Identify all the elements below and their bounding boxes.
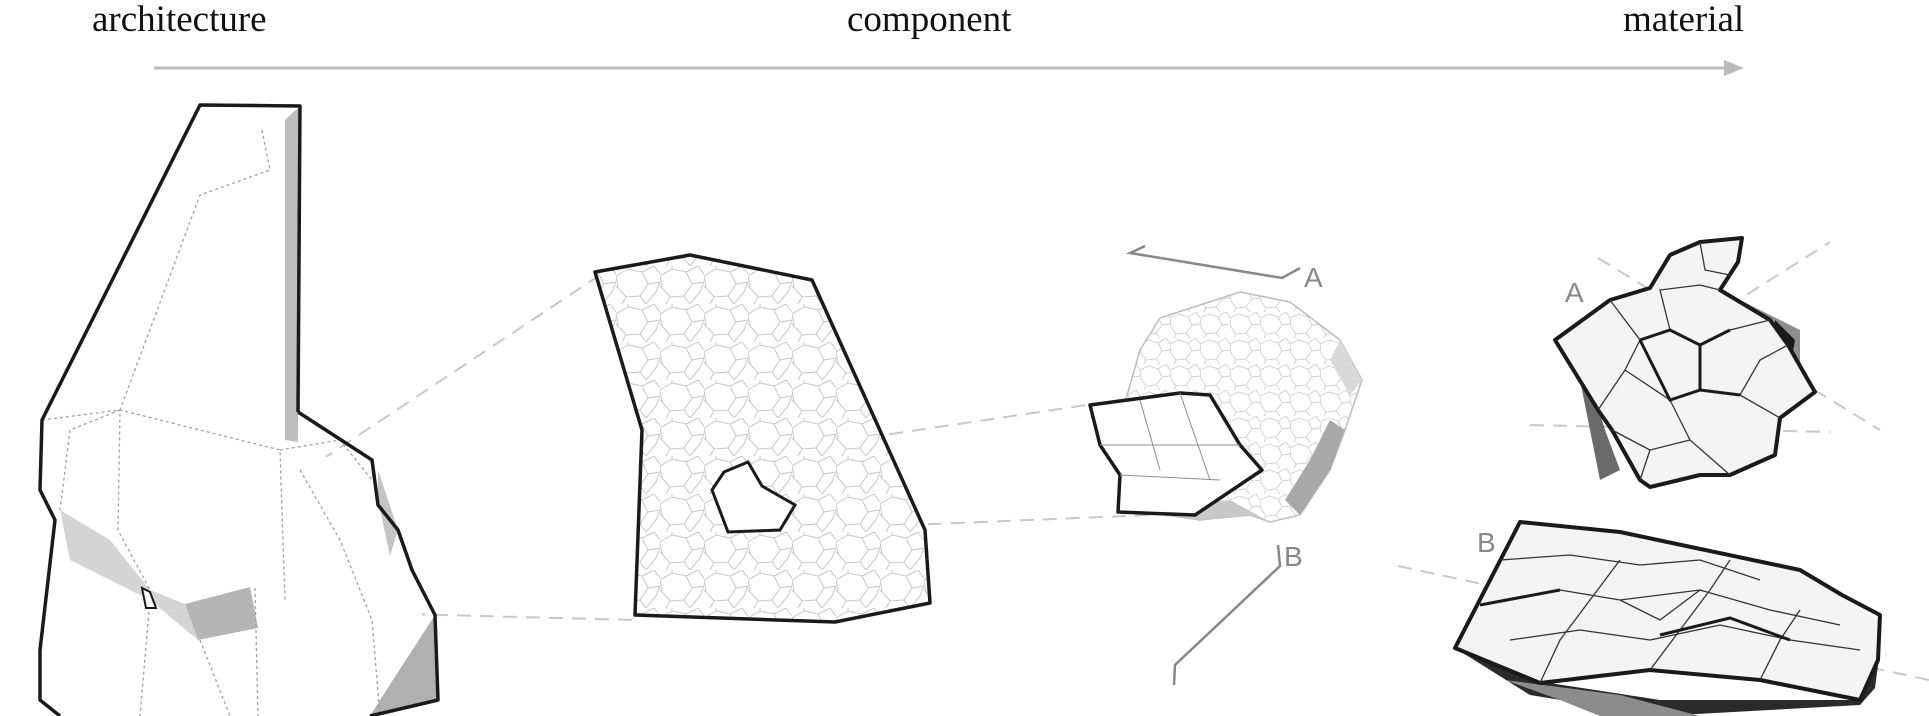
- material-section-a: [1553, 236, 1817, 489]
- architecture-building: [25, 103, 440, 716]
- section-line-a: [1125, 244, 1301, 280]
- section-line-b: [1172, 544, 1282, 686]
- scale-label-material: material: [1623, 0, 1745, 40]
- scale-label-component: component: [847, 0, 1012, 40]
- material-label-b: B: [1477, 527, 1496, 558]
- section-label-a: A: [1304, 262, 1323, 293]
- section-label-b: B: [1284, 541, 1303, 572]
- component-panel: [593, 253, 932, 624]
- scale-arrow: [154, 60, 1744, 76]
- scale-label-architecture: architecture: [92, 0, 267, 40]
- material-label-a: A: [1565, 277, 1584, 308]
- component-cell-cluster: [1088, 291, 1363, 523]
- material-section-b: [1453, 520, 1882, 716]
